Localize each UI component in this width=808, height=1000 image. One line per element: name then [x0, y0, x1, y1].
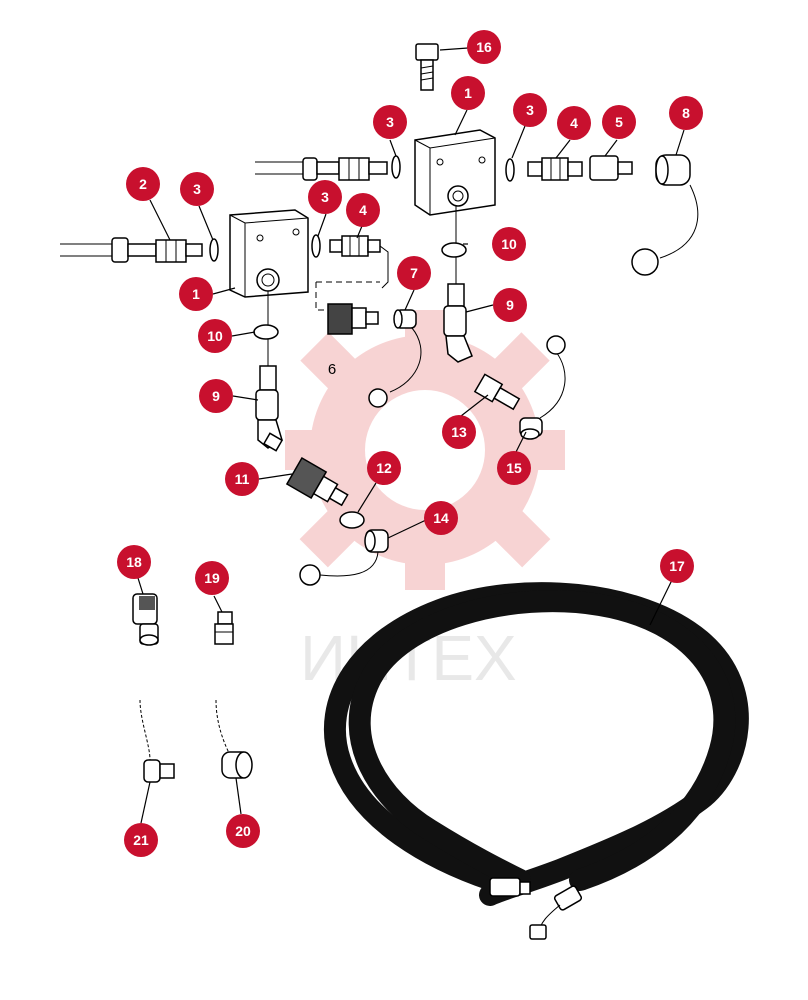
callout-15: 15 [497, 451, 531, 485]
lower-line-left [60, 237, 219, 263]
callout-21: 21 [124, 823, 158, 857]
callout-5: 5 [602, 105, 636, 139]
callout-3-lower-right: 3 [308, 180, 342, 214]
callout-8-label: 8 [682, 105, 690, 121]
part-17-hose [324, 582, 749, 940]
callout-21-label: 21 [133, 832, 149, 848]
callout-12-label: 12 [376, 460, 392, 476]
upper-line-right [505, 155, 633, 182]
callout-4-upper: 4 [557, 106, 591, 140]
callout-18: 18 [117, 545, 151, 579]
callout-13-label: 13 [451, 424, 467, 440]
part-1-valve-block-upper [414, 129, 496, 216]
part-1-valve-block-lower [229, 209, 309, 298]
part-21-plug [139, 699, 175, 783]
callout-3-upper-left: 3 [373, 105, 407, 139]
callout-17-label: 17 [669, 558, 685, 574]
callout-10-upper-label: 10 [501, 236, 517, 252]
callout-9-lower: 9 [199, 379, 233, 413]
callout-1-lower: 1 [179, 277, 213, 311]
callout-15-label: 15 [506, 460, 522, 476]
callout-3-upper-right: 3 [513, 93, 547, 127]
callout-2: 2 [126, 167, 160, 201]
callout-16: 16 [467, 30, 501, 64]
part-14-dust-cap [299, 529, 389, 586]
callout-9-upper-label: 9 [506, 297, 514, 313]
callout-8: 8 [669, 96, 703, 130]
part-16-bolt [415, 43, 439, 91]
callout-3-lower-left: 3 [180, 172, 214, 206]
label-6: 6 [328, 361, 336, 378]
callout-18-label: 18 [126, 554, 142, 570]
part-11-coupler [285, 456, 349, 507]
part-19-nipple [214, 611, 234, 645]
callout-19-label: 19 [204, 570, 220, 586]
part-10-oring-lower [253, 324, 279, 340]
part-6-knurled-fitting [327, 303, 379, 335]
part-9-elbow-left [255, 365, 284, 452]
callout-17: 17 [660, 549, 694, 583]
part-8-cap [631, 154, 699, 276]
callout-20: 20 [226, 814, 260, 848]
leader-lines [137, 47, 685, 824]
callout-7-label: 7 [410, 265, 418, 281]
part-13-fitting [473, 373, 521, 411]
callout-10-lower-label: 10 [207, 328, 223, 344]
part-15-dust-cap [519, 335, 566, 440]
callout-14-label: 14 [433, 510, 449, 526]
callout-9-lower-label: 9 [212, 388, 220, 404]
callout-2-label: 2 [139, 176, 147, 192]
callout-7: 7 [397, 256, 431, 290]
callout-10-upper: 10 [492, 227, 526, 261]
callout-5-label: 5 [615, 114, 623, 130]
upper-line-left [255, 155, 401, 181]
part-12-oring [339, 511, 365, 529]
part-9-elbow-right [443, 283, 473, 363]
callout-3-lower-left-label: 3 [193, 181, 201, 197]
callout-1-upper: 1 [451, 76, 485, 110]
callout-9-upper: 9 [493, 288, 527, 322]
callout-13: 13 [442, 415, 476, 449]
callout-19: 19 [195, 561, 229, 595]
callout-3-upper-left-label: 3 [386, 114, 394, 130]
part-10-oring-upper [441, 242, 467, 258]
callout-16-label: 16 [476, 39, 492, 55]
callout-4-upper-label: 4 [570, 115, 578, 131]
callout-12: 12 [367, 451, 401, 485]
callout-1-lower-label: 1 [192, 286, 200, 302]
callout-4-lower: 4 [346, 193, 380, 227]
callout-11-label: 11 [235, 471, 250, 487]
callouts: 16 1 3 3 4 5 8 2 3 3 4 10 7 9 1 10 9 13 … [117, 30, 703, 857]
callout-14: 14 [424, 501, 458, 535]
callout-11: 11 [225, 462, 259, 496]
callout-20-label: 20 [235, 823, 251, 839]
part-20-cap [215, 699, 253, 779]
callout-3-lower-right-label: 3 [321, 189, 329, 205]
lower-line-right [311, 234, 389, 311]
part-7-dust-cap [368, 309, 422, 408]
callout-3-upper-right-label: 3 [526, 102, 534, 118]
callout-10-lower: 10 [198, 319, 232, 353]
callout-1-upper-label: 1 [464, 85, 472, 101]
callout-4-lower-label: 4 [359, 202, 367, 218]
part-18-coupler [132, 593, 159, 646]
